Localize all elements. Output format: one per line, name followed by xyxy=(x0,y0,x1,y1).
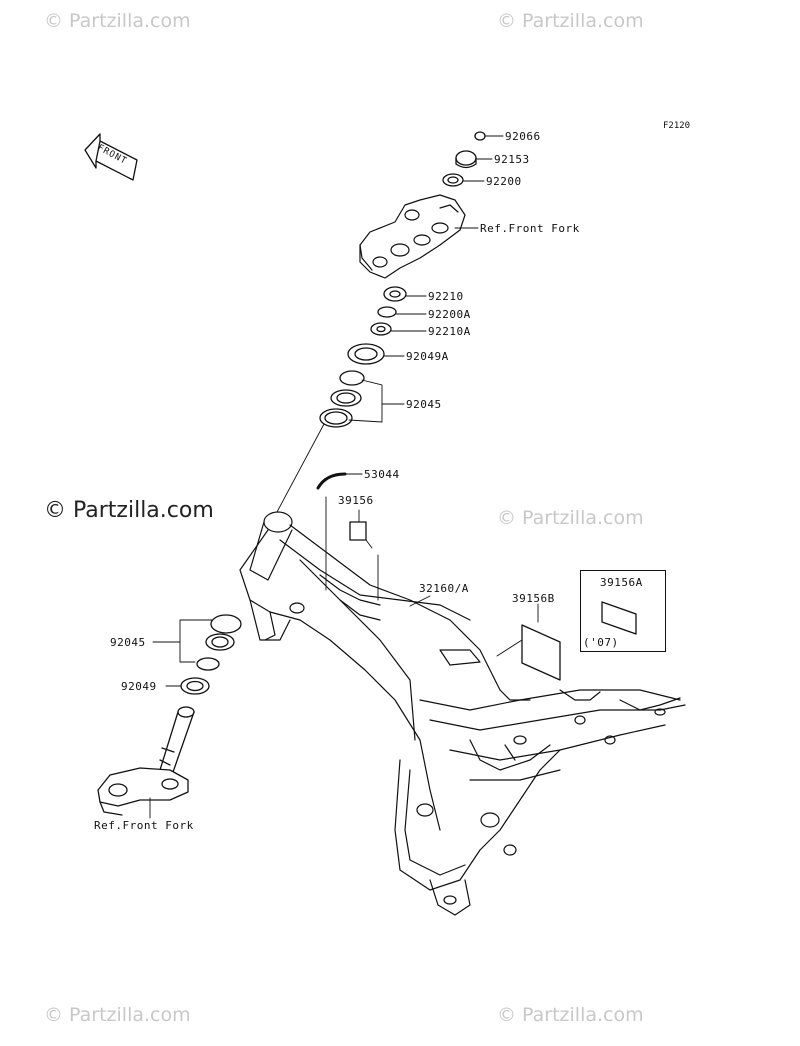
label-92153[interactable]: 92153 xyxy=(494,153,530,166)
label-92045-top[interactable]: 92045 xyxy=(406,398,442,411)
main-frame-icon xyxy=(239,511,686,916)
part-92066-cap-icon xyxy=(474,131,486,141)
label-92200[interactable]: 92200 xyxy=(486,175,522,188)
label-39156B[interactable]: 39156B xyxy=(512,592,555,605)
part-92045-bearing-top-icon xyxy=(319,370,365,428)
watermark-center-left: © Partzilla.com xyxy=(44,498,214,523)
label-39156[interactable]: 39156 xyxy=(338,494,374,507)
part-92210A-nut-icon xyxy=(370,322,392,336)
label-ref-front-fork-top[interactable]: Ref.Front Fork xyxy=(480,222,580,235)
part-92200-washer-icon xyxy=(442,173,464,187)
part-39156A-box xyxy=(580,570,666,652)
part-39156B-label-icon xyxy=(521,624,561,681)
part-39156A-label-icon xyxy=(601,601,637,635)
part-92045-bearing-bottom-icon xyxy=(196,614,242,671)
label-92200A[interactable]: 92200A xyxy=(428,308,471,321)
watermark-center-right: © Partzilla.com xyxy=(497,507,644,529)
label-39156A[interactable]: 39156A xyxy=(600,576,643,589)
steering-stem-icon xyxy=(97,706,195,816)
diagram-code: F2120 xyxy=(663,121,691,131)
part-92049-seal-icon xyxy=(180,677,210,695)
part-92049A-seal-icon xyxy=(347,343,385,365)
label-92066[interactable]: 92066 xyxy=(505,130,541,143)
part-92210-nut-icon xyxy=(383,286,407,302)
part-39156-label-icon xyxy=(349,521,367,541)
label-92210[interactable]: 92210 xyxy=(428,290,464,303)
front-arrow-icon xyxy=(84,133,138,181)
watermark-bottom-right: © Partzilla.com xyxy=(497,1004,644,1026)
watermark-top-right: © Partzilla.com xyxy=(497,10,644,32)
label-92045-bottom[interactable]: 92045 xyxy=(110,636,146,649)
part-53044-hose-icon xyxy=(316,472,347,490)
watermark-bottom-left: © Partzilla.com xyxy=(44,1004,191,1026)
part-92153-nut-icon xyxy=(455,150,477,169)
label-92049[interactable]: 92049 xyxy=(121,680,157,693)
leader-lines xyxy=(149,135,539,819)
label-32160A[interactable]: 32160/A xyxy=(419,582,469,595)
label-92210A[interactable]: 92210A xyxy=(428,325,471,338)
label-ref-front-fork-bottom[interactable]: Ref.Front Fork xyxy=(94,819,194,832)
watermark-top-left: © Partzilla.com xyxy=(44,10,191,32)
label-39156A-note: ('07) xyxy=(583,636,619,649)
label-92049A[interactable]: 92049A xyxy=(406,350,449,363)
part-92200A-washer-icon xyxy=(377,306,397,318)
label-53044[interactable]: 53044 xyxy=(364,468,400,481)
upper-bracket-icon xyxy=(359,194,466,279)
